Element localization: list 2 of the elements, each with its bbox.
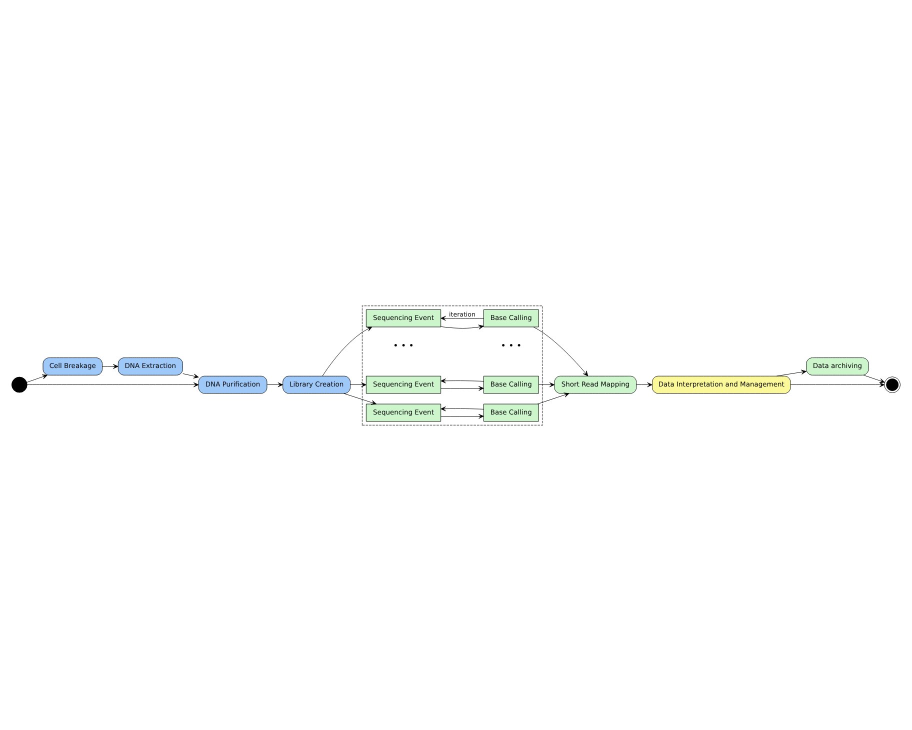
label: • • • [393, 340, 414, 351]
label: • • • [500, 340, 522, 351]
